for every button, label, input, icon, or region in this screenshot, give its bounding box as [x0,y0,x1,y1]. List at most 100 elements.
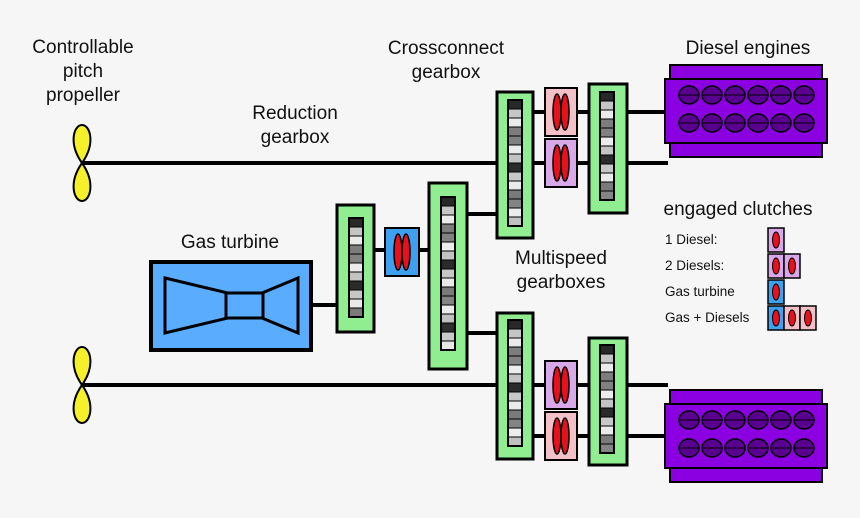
gear-tooth [599,118,615,129]
legend-gas-diesels-clutch-b-disc [788,309,796,327]
legend-item-gas-diesels: Gas + Diesels [665,310,750,325]
gear-tooth [507,207,523,218]
diesel-engine-top-bottom-rail [669,142,823,158]
clutch-diesel-top-lower-housing [544,138,578,188]
diesel-engines-label: Diesel engines [685,38,811,59]
crossconnect-gearbox-top [495,90,535,240]
legend-item-gas-turbine: Gas turbine [665,284,735,299]
gear-tooth [599,434,615,445]
gear-tooth [599,362,615,373]
legend-gas-diesels-clutch-b [783,305,801,331]
crossconnect-gearbox-label: Crossconnect gearbox [387,38,505,83]
gear-tooth [599,145,615,156]
gear-tooth [440,241,456,252]
gear-tooth [599,172,615,183]
legend-gas-diesels-clutch-c-disc [804,309,812,327]
gear-tooth [440,331,456,342]
gear-tooth [599,389,615,400]
diesel-engine-top-top-rail [669,64,823,80]
gear-tooth [507,319,523,330]
gas-turbine-combustor [224,291,265,320]
legend-2-diesels-clutch-b-disc [788,257,796,275]
reduction-gearbox-left-gear-outline [348,217,364,318]
gear-tooth [599,190,615,201]
gear-tooth [599,91,615,102]
gas-turbine-label: Gas turbine [180,232,280,253]
gear-tooth [507,373,523,384]
gear-tooth [507,328,523,339]
gear-tooth [348,271,364,282]
clutch-diesel-bottom-upper [544,360,578,410]
clutch-diesel-top-lower-disc [560,144,570,182]
diesel-engine-bottom-top-rail [669,389,823,405]
gear-tooth [507,162,523,173]
crossconnect-gearbox-bottom-gear-outline [507,319,523,447]
gear-tooth [440,214,456,225]
legend-1-diesel-clutch-disc [772,231,780,249]
crossconnect-gearbox-top-gear-outline [507,99,523,227]
legend-2-diesels-clutch-b [783,253,801,279]
gear-tooth [599,416,615,427]
gear-tooth [507,108,523,119]
clutch-diesel-bottom-lower [544,411,578,461]
gear-tooth [440,259,456,270]
diesel-engine-bottom-bottom-rail [669,467,823,483]
propeller-bottom-blade [72,383,92,425]
gear-tooth [507,189,523,200]
propeller-bottom [72,345,92,425]
gear-tooth [507,126,523,137]
gear-tooth [507,382,523,393]
gear-tooth [440,313,456,324]
clutch-diesel-top-lower [544,138,578,188]
gas-turbine [149,260,313,352]
gear-tooth [507,427,523,438]
propeller-top-blade [72,123,92,165]
gear-tooth [440,223,456,234]
gear-tooth [507,400,523,411]
gear-tooth [507,171,523,182]
gear-tooth [599,100,615,111]
clutch-diesel-bottom-lower-disc [552,417,562,455]
gear-tooth [348,280,364,291]
gear-tooth [348,217,364,228]
gear-tooth [507,337,523,348]
legend-item-2-diesels: 2 Diesels: [665,258,725,273]
gear-tooth [507,436,523,447]
gear-tooth [507,198,523,209]
gear-tooth [507,409,523,420]
gear-tooth [440,196,456,207]
gear-tooth [599,371,615,382]
gear-tooth [348,235,364,246]
gear-tooth [348,307,364,318]
legend-gas-turbine-clutch [767,279,785,305]
gear-tooth [440,277,456,288]
gear-tooth [599,398,615,409]
legend-gas-diesels-clutch-a-disc [772,309,780,327]
reduction-gearbox-label: Reduction gearbox [252,103,338,148]
gear-tooth [440,304,456,315]
gear-tooth [440,286,456,297]
gear-tooth [507,355,523,366]
gear-tooth [507,144,523,155]
gear-tooth [507,391,523,402]
gear-tooth [599,344,615,355]
gear-tooth [507,180,523,191]
propeller-top [72,123,92,203]
gear-tooth [440,250,456,261]
clutch-diesel-bottom-lower-disc [560,417,570,455]
gear-tooth [599,136,615,147]
gear-tooth [348,298,364,309]
gear-tooth [599,407,615,418]
legend-title: engaged clutches [663,199,813,220]
clutch-gas-turbine-disc [401,233,411,271]
gear-tooth [599,181,615,192]
clutch-diesel-top-lower-disc [552,144,562,182]
propeller-label: Controllable pitch propeller [32,37,134,106]
clutch-gas-turbine [384,227,420,277]
legend-item-1-diesel: 1 Diesel: [665,232,718,247]
legend-gas-diesels-clutch-a [767,305,785,331]
diesel-engine-bottom [664,389,828,483]
reduction-gearbox-center [427,181,469,371]
crossconnect-gearbox-bottom [495,311,535,461]
gear-tooth [599,154,615,165]
